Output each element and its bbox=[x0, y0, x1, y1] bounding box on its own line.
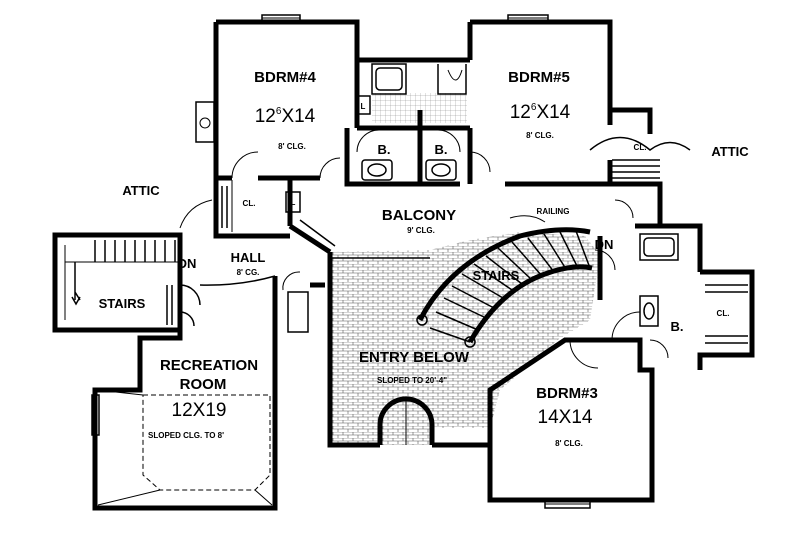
entry-floor-texture bbox=[330, 232, 600, 445]
bdrm4-label: BDRM#4 bbox=[254, 69, 316, 86]
hall-closet-label: CL. bbox=[243, 199, 256, 208]
bedroom-4 bbox=[195, 14, 360, 181]
hall bbox=[177, 199, 325, 333]
main-stairs-label: STAIRS bbox=[473, 268, 520, 283]
balcony-ceiling: 9' CLG. bbox=[407, 226, 435, 235]
recreation-label-line1: RECREATION bbox=[160, 357, 258, 374]
entry-sloped-note: SLOPED TO 20'-4" bbox=[377, 376, 447, 385]
bdrm4-dimensions: 126X14 bbox=[255, 106, 316, 127]
entry-niche bbox=[377, 396, 435, 445]
bath-mid-label: B. bbox=[435, 142, 448, 157]
hall-closet bbox=[213, 178, 301, 239]
dn-right-label: DN bbox=[595, 237, 614, 252]
hall-label: HALL bbox=[231, 250, 266, 265]
recreation-label-line2: ROOM bbox=[180, 376, 227, 393]
bdrm3-dimensions: 14X14 bbox=[538, 407, 593, 428]
linen-top-label: L bbox=[361, 102, 366, 111]
right-bath bbox=[594, 199, 755, 370]
center-baths bbox=[319, 57, 491, 187]
left-stairs-label: STAIRS bbox=[99, 296, 146, 311]
balcony-label: BALCONY bbox=[382, 207, 456, 224]
bdrm5-label: BDRM#5 bbox=[508, 69, 570, 86]
hall-ceiling: 8' CG. bbox=[237, 268, 260, 277]
right-closet-label: CL. bbox=[717, 309, 730, 318]
recreation-ceiling: SLOPED CLG. TO 8' bbox=[148, 431, 224, 440]
attic-right-label: ATTIC bbox=[711, 144, 749, 159]
entry-below-label: ENTRY BELOW bbox=[359, 349, 470, 366]
bedroom-3 bbox=[487, 311, 655, 509]
railing-label: RAILING bbox=[537, 207, 570, 216]
bdrm4-ceiling: 8' CLG. bbox=[278, 142, 306, 151]
recreation-room bbox=[91, 300, 278, 511]
bdrm5-ceiling: 8' CLG. bbox=[526, 131, 554, 140]
bdrm3-label: BDRM#3 bbox=[536, 385, 598, 402]
bdrm5-closet-label: CL. bbox=[634, 143, 647, 152]
recreation-dimensions: 12X19 bbox=[172, 400, 227, 421]
bath-right-label: B. bbox=[671, 319, 684, 334]
attic-left-label: ATTIC bbox=[122, 183, 160, 198]
curved-stairs bbox=[416, 215, 593, 348]
bath-left-label: B. bbox=[378, 142, 391, 157]
bedroom-5 bbox=[467, 14, 691, 226]
dn-left-label: DN bbox=[178, 256, 197, 271]
bdrm3-ceiling: 8' CLG. bbox=[555, 439, 583, 448]
balcony bbox=[288, 219, 490, 448]
bdrm5-dimensions: 126X14 bbox=[510, 102, 571, 123]
linen-hall-label: L bbox=[291, 198, 296, 207]
